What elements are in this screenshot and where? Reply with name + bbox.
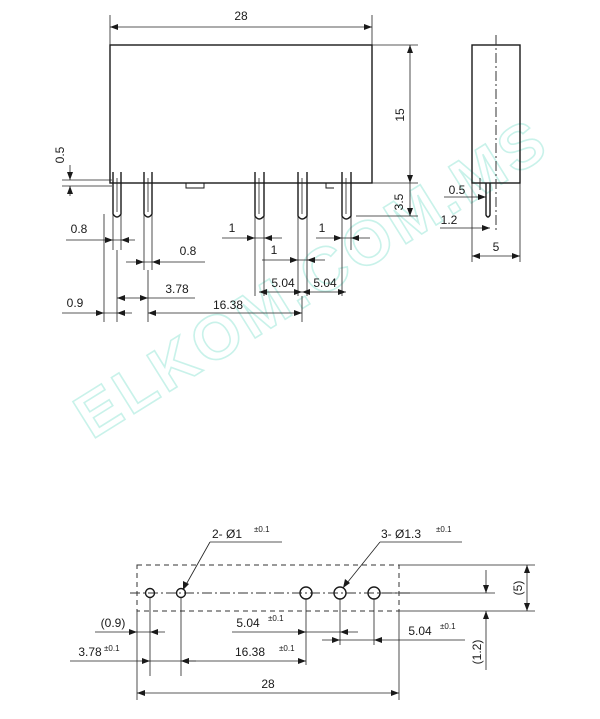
pin-2: [143, 172, 153, 218]
dim-pin-width-1-b: 1: [271, 243, 278, 257]
dim-pin-width-1-a: 1: [229, 221, 236, 235]
fp-dim-depth: (5): [511, 581, 525, 596]
dim-width-28: 28: [234, 9, 248, 23]
dim-height-15: 15: [393, 108, 407, 122]
hole-1: [144, 587, 156, 599]
label-holes-small: 2- Ø1: [212, 527, 242, 541]
side-view: 28 15 3.5 0.5 0.8 0.8: [53, 9, 418, 322]
dim-pitch-3-78: 3.78: [165, 282, 189, 296]
fp-dim-small-pitch: 3.78: [78, 645, 102, 659]
fp-dim-offset: (0.9): [101, 616, 126, 630]
dim-pitch-5-04-b: 5.04: [313, 276, 337, 290]
end-dim-standoff-0-5: 0.5: [449, 183, 466, 197]
fp-dim-pitch-a-tol: ±0.1: [268, 614, 284, 623]
watermark: ELKOM.COM.MS: [63, 105, 561, 452]
dim-pin-width-0-8-a: 0.8: [71, 222, 88, 236]
label-holes-large: 3- Ø1.3: [381, 527, 421, 541]
end-pin: [485, 183, 491, 218]
fp-dim-pitch-b: 5.04: [408, 624, 432, 638]
end-view: 0.5 1.2 5: [440, 35, 521, 262]
bottom-notch-1: [185, 183, 205, 189]
fp-dim-pitch-a: 5.04: [236, 616, 260, 630]
dim-pitch-5-04-a: 5.04: [271, 276, 295, 290]
footprint-view: 2- Ø1 ±0.1 3- Ø1.3 ±0.1 (0.9) 5.04 ±0.1 …: [70, 525, 535, 700]
fp-dim-span-tol: ±0.1: [279, 644, 295, 653]
relay-body-outline: [109, 44, 373, 184]
end-dim-width-5: 5: [493, 240, 500, 254]
fp-dim-width: 28: [261, 677, 275, 691]
footprint-outline: [136, 564, 400, 612]
dim-pin-width-0-8-b: 0.8: [180, 244, 197, 258]
pin-1: [112, 172, 122, 218]
fp-dim-row-offset: (1.2): [470, 640, 484, 665]
fp-dim-pitch-b-tol: ±0.1: [440, 622, 456, 631]
dim-pin-width-1-c: 1: [319, 221, 326, 235]
fp-dim-small-pitch-tol: ±0.1: [104, 644, 120, 653]
label-holes-large-tol: ±0.1: [436, 525, 452, 534]
label-holes-small-tol: ±0.1: [254, 525, 270, 534]
pin-3: [254, 172, 265, 220]
dim-offset-0-9: 0.9: [67, 296, 84, 310]
pin-4: [297, 172, 308, 220]
dim-standoff-0-5: 0.5: [53, 146, 67, 163]
dim-pin-length-3-5: 3.5: [392, 193, 406, 210]
pin-5: [341, 172, 352, 220]
bottom-notch-2: [325, 183, 334, 189]
fp-dim-span: 16.38: [235, 645, 265, 659]
dim-span-16-38: 16.38: [213, 298, 243, 312]
hole-2: [175, 587, 187, 599]
end-dim-pin-1-2: 1.2: [441, 213, 458, 227]
